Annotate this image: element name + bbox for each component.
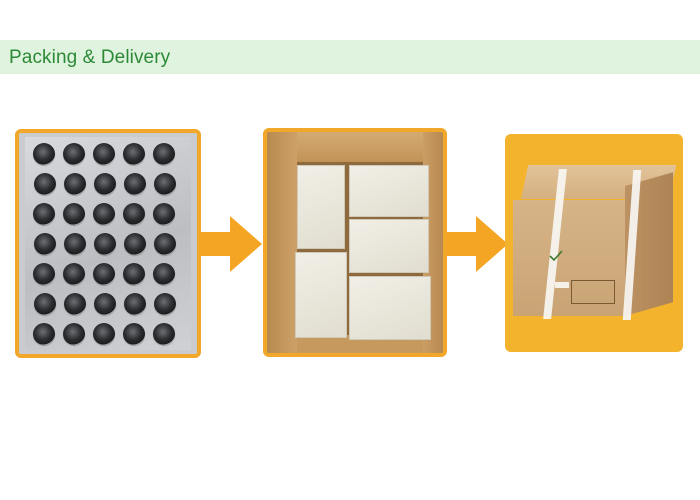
blister-cup [153,143,175,165]
blister-cup [153,203,175,225]
arrow-right-icon [200,216,262,272]
blister-cup [64,293,86,315]
white-carton [297,165,345,249]
blister-cup [93,263,115,285]
blister-cup [154,293,176,315]
tray-grid [33,143,185,349]
blister-cup [34,233,56,255]
blister-cup [124,173,146,195]
blister-cup [123,143,145,165]
blister-cup [94,233,116,255]
sealed-carton-photo [505,134,683,352]
white-carton [349,219,429,273]
blister-cup [123,323,145,345]
blister-cup [154,233,176,255]
carton-label [571,280,615,304]
blister-cup [93,203,115,225]
blister-cup [64,173,86,195]
arrow-right-icon [446,216,508,272]
white-carton [295,252,347,338]
blister-cup [64,233,86,255]
blister-tray-photo [15,129,201,358]
white-carton [349,165,429,217]
blister-cup [63,143,85,165]
blister-cup [123,263,145,285]
blister-cup [93,143,115,165]
blister-cup [34,293,56,315]
blister-cup [94,173,116,195]
section-header: Packing & Delivery [0,40,700,74]
blister-cup [123,203,145,225]
blister-cup [33,203,55,225]
packed-box-photo [263,128,447,357]
blister-cup [153,263,175,285]
blister-cup [124,293,146,315]
section-title: Packing & Delivery [9,47,171,68]
blister-cup [33,143,55,165]
blister-cup [33,263,55,285]
white-carton [349,276,431,340]
strap-clip [555,282,569,288]
blister-cup [93,323,115,345]
blister-cup [63,323,85,345]
blister-cup [94,293,116,315]
blister-cup [63,263,85,285]
blister-cup [153,323,175,345]
blister-cup [154,173,176,195]
blister-cup [124,233,146,255]
blister-cup [63,203,85,225]
check-icon [549,250,563,262]
box-flap [267,132,297,353]
carton-front [513,200,625,316]
blister-cup [34,173,56,195]
blister-cup [33,323,55,345]
